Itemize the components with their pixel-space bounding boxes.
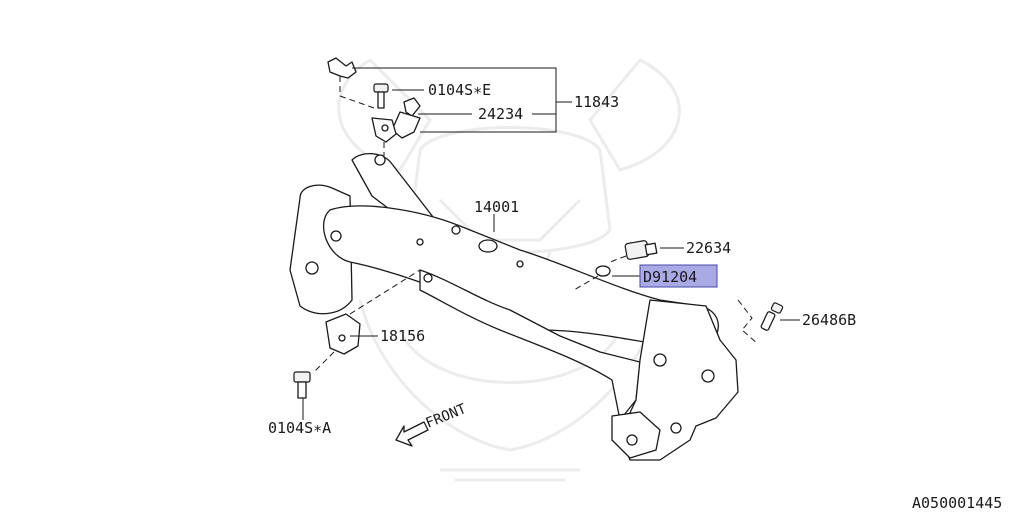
bolt-0104s-e-drawing	[373, 83, 389, 109]
bracket-24234-drawing	[327, 57, 421, 143]
leader-lines	[302, 67, 800, 420]
outline-arrow-icon	[395, 421, 429, 447]
figure-id: A050001445	[912, 494, 1002, 512]
sensor-22634-drawing	[609, 240, 658, 263]
highlight-box	[639, 264, 718, 288]
label-d91204[interactable]: D91204	[643, 268, 697, 286]
bracket-18156-drawing	[313, 269, 421, 373]
label-11843: 11843	[574, 93, 619, 111]
bolt-0104s-a-drawing	[293, 371, 311, 399]
label-18156: 18156	[380, 327, 425, 345]
o-ring-d91204-drawing	[595, 265, 611, 277]
label-22634: 22634	[686, 239, 731, 257]
label-24234: 24234	[478, 105, 523, 123]
intake-manifold-14001-drawing	[289, 153, 739, 461]
label-14001: 14001	[474, 198, 519, 216]
label-0104s-a: 0104S∗A	[268, 419, 331, 437]
label-front: FRONT	[424, 401, 470, 432]
bolt-26486b-drawing	[737, 299, 784, 345]
label-26486b: 26486B	[802, 311, 856, 329]
label-0104s-e: 0104S∗E	[428, 81, 491, 99]
